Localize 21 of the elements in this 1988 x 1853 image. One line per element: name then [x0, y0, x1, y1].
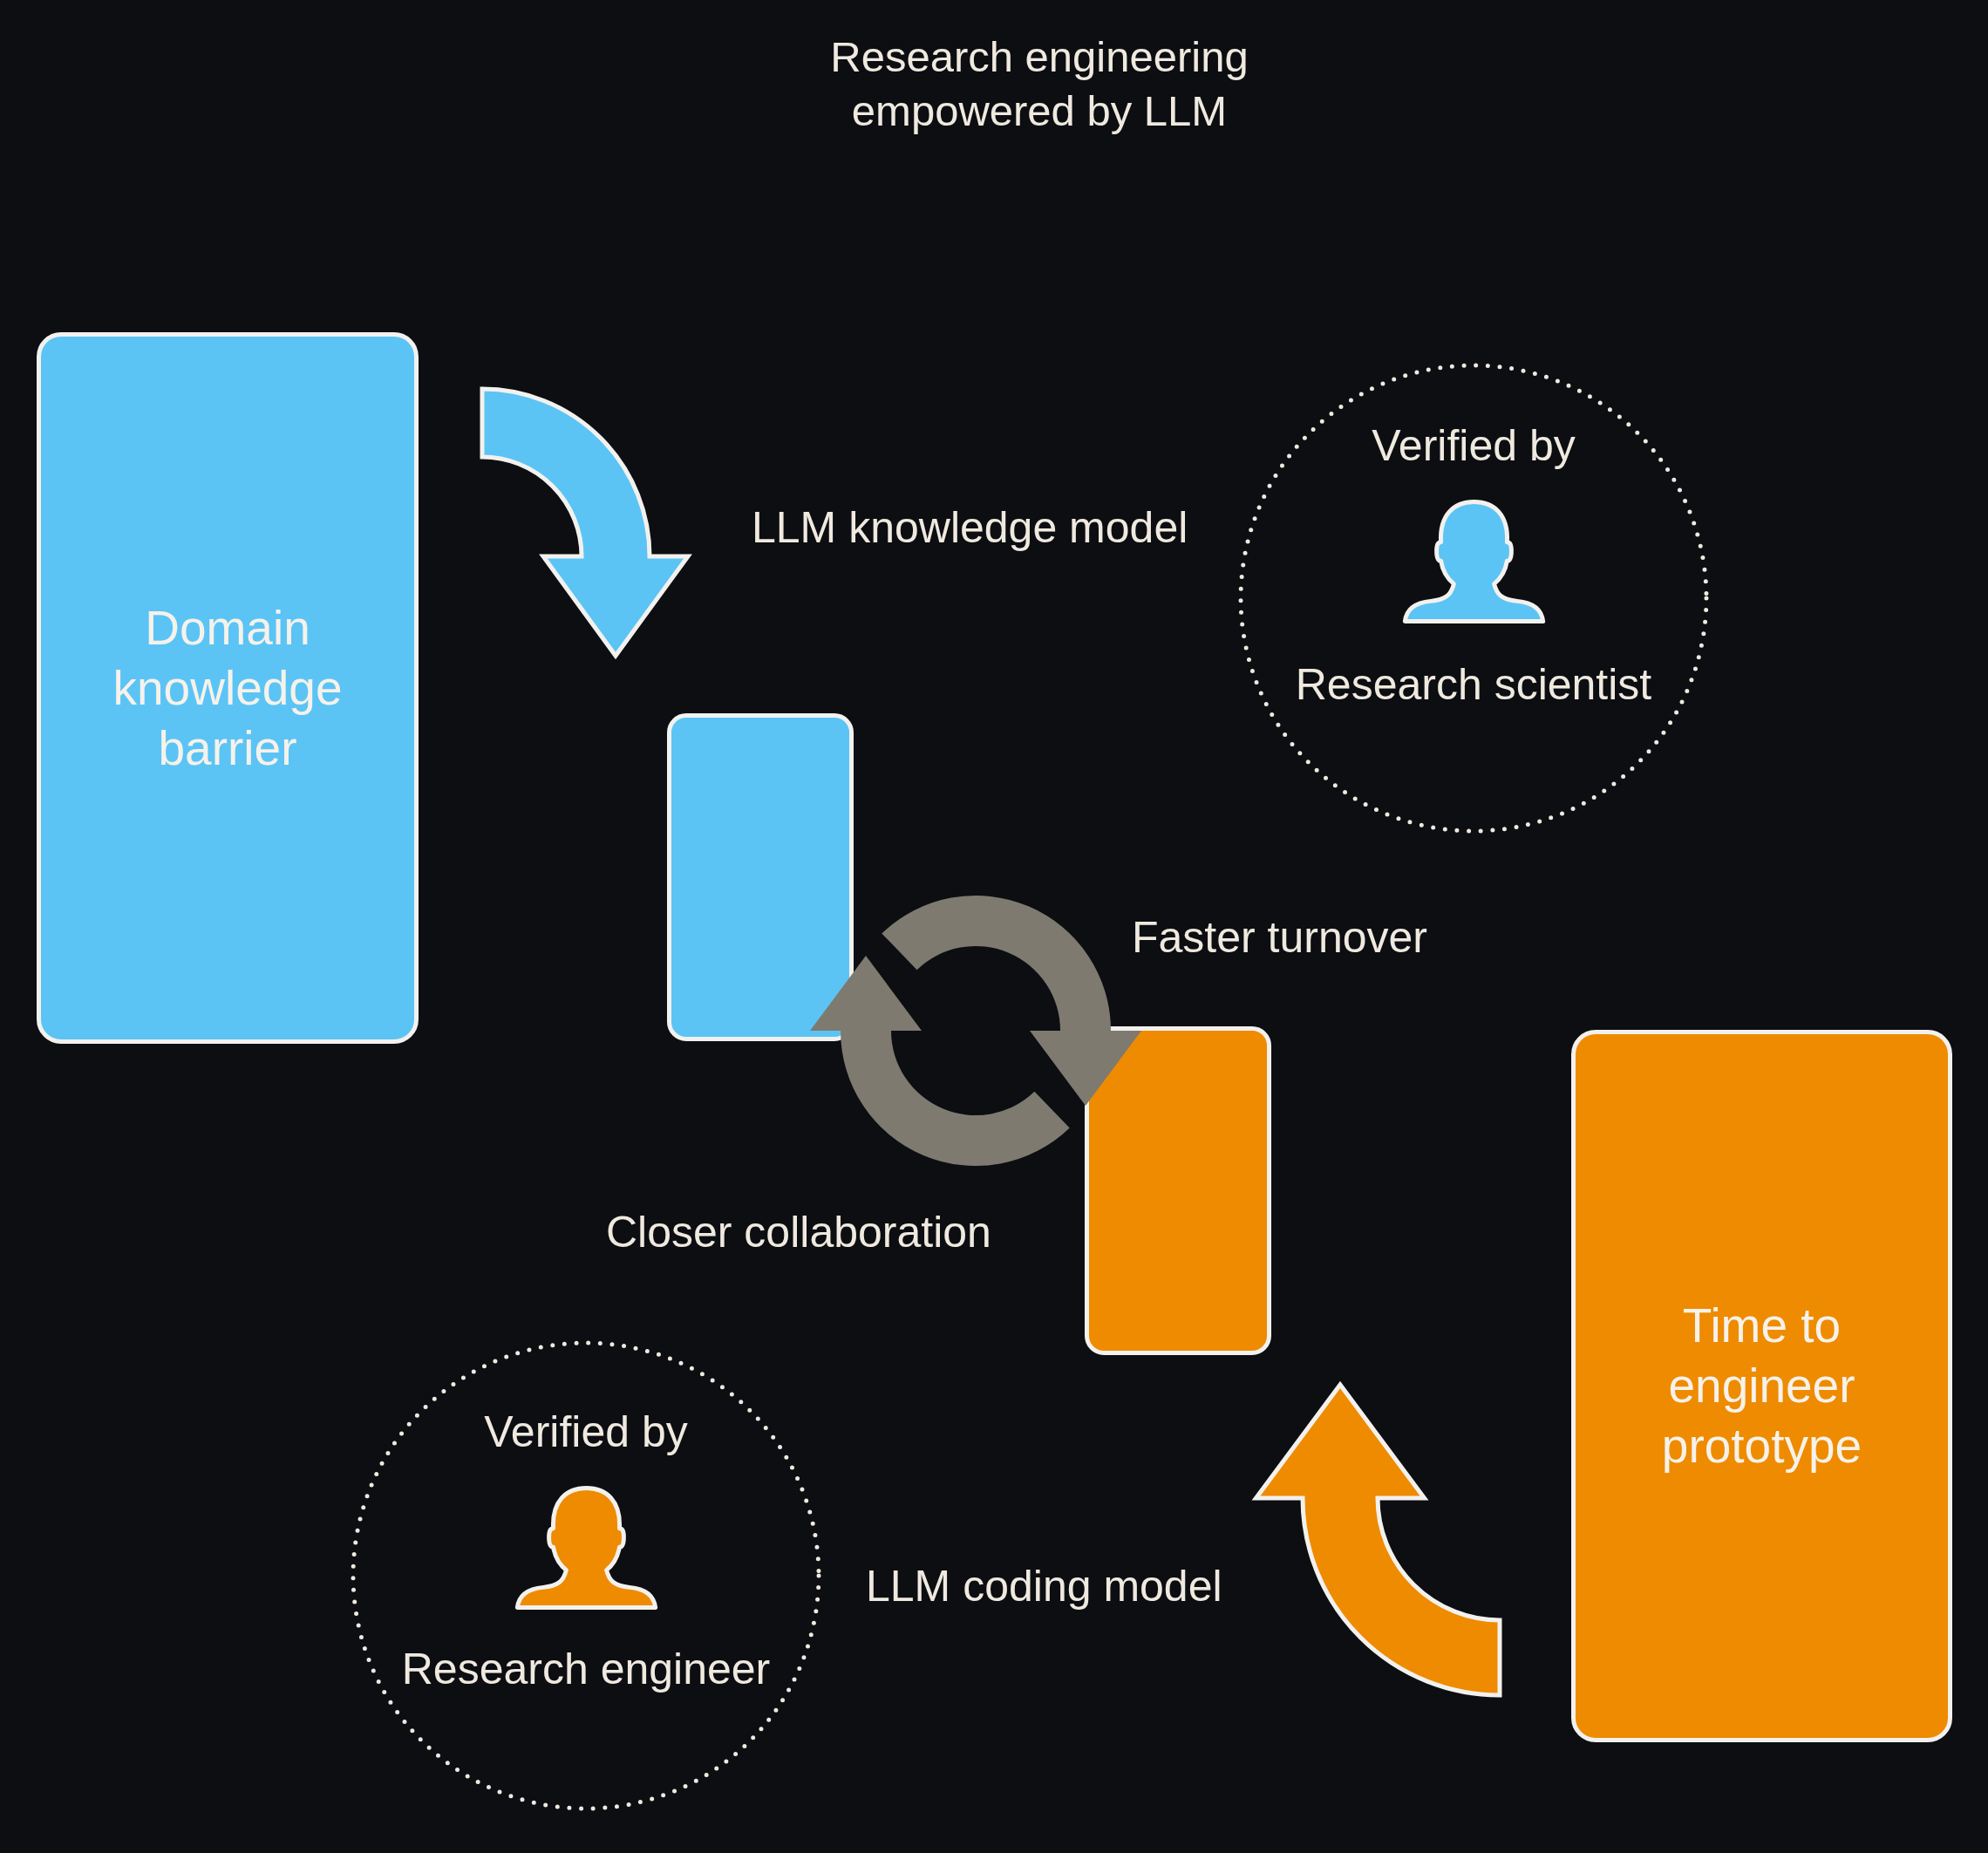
rounded-rectangle — [667, 713, 854, 1041]
circle-label: Research engineer — [401, 1644, 771, 1695]
annotation-text: LLM coding model — [866, 1561, 1222, 1612]
process-box — [37, 332, 419, 1044]
diagram-title: Research engineering empowered by LLM — [829, 32, 1249, 136]
curved-arrow — [480, 386, 691, 658]
circle-label: Verified by — [484, 1407, 688, 1458]
annotation-text: Faster turnover — [1132, 912, 1427, 964]
dotted-circle — [351, 1340, 821, 1811]
circle-label: Verified by — [1372, 420, 1576, 472]
node-label: Domain knowledge barrier — [112, 599, 344, 777]
dotted-circle — [1238, 363, 1709, 834]
annotation-text: LLM knowledge model — [752, 502, 1188, 554]
rounded-rectangle — [1085, 1026, 1271, 1355]
cycle-arrow — [882, 896, 1141, 1106]
circle-label: Research scientist — [1295, 659, 1652, 711]
curved-arrow — [1254, 1382, 1502, 1698]
node-label: Time to engineer prototype — [1660, 1298, 1863, 1475]
process-box — [1571, 1030, 1952, 1742]
cycle-arrow — [810, 956, 1070, 1166]
annotation-text: Closer collaboration — [606, 1207, 991, 1258]
